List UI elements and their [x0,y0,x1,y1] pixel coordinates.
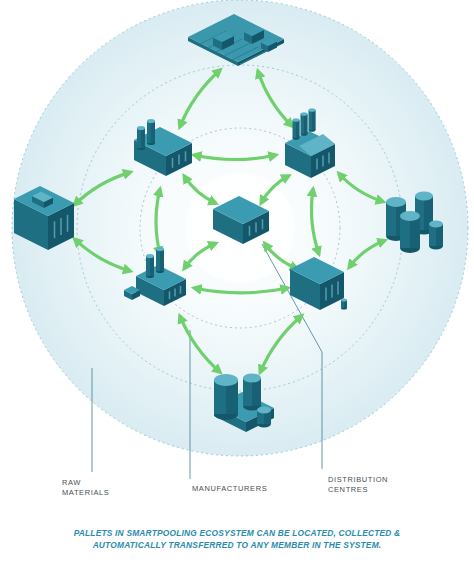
window-strip [328,153,330,164]
tank-shade [160,249,164,271]
tank-body [137,128,145,148]
transfer-arrow [184,176,216,204]
transfer-arrows [74,70,385,373]
transfer-arrow [184,243,216,269]
tank-top [243,374,261,383]
ring-background [12,0,468,456]
leader-lines [92,244,322,479]
distribution-warehouse [213,196,269,244]
building-roof [188,14,284,62]
tank-body [146,256,154,276]
tank-shade [151,121,155,143]
tank-top [146,254,154,258]
field-row [240,51,266,64]
cold-store-building [290,257,347,310]
building-roof [213,196,269,224]
building-roof [134,127,192,156]
transfer-arrow [194,155,276,160]
building-roof [244,26,264,36]
window-strip [178,155,180,165]
tank-top [214,374,238,386]
buildings [14,14,443,432]
window-strip [337,282,339,295]
tank-body [301,114,308,134]
tank-top [301,112,308,116]
tier-label: DISTRIBUTION CENTRES [328,475,398,495]
inner-ring [140,128,340,328]
transfer-arrow [349,240,385,267]
tank-top [147,119,155,123]
tank-top [137,126,145,130]
tank-shade [304,114,308,134]
middle-ring [77,65,403,391]
window-strip [331,285,333,298]
window-strip [249,226,251,236]
tank-top [429,221,443,228]
tank-body [156,249,164,271]
window-strip [255,223,257,233]
core-disc [185,173,295,283]
transfer-arrow [261,176,289,204]
window-strip [185,151,187,161]
caption-text: PALLETS IN SMARTPOOLING ECOSYSTEM CAN BE… [40,527,434,551]
transfer-arrow [74,239,130,271]
window-strip [174,289,176,297]
leader-line [190,330,191,479]
tank-top [400,211,420,221]
tank-top [156,247,164,251]
building-roof [261,38,277,46]
tank-body [309,110,316,130]
tank-body [293,120,300,138]
transfer-arrow [180,316,220,373]
factory-building [124,247,186,306]
tank-top [415,192,433,201]
window-strip [325,288,327,301]
transfer-arrow [311,189,318,254]
transfer-arrow [194,288,288,293]
tier-label: MANUFACTURERS [192,484,282,494]
transfer-arrow [260,315,302,372]
outer-ring [12,0,468,456]
window-strip [262,219,264,229]
tank-top [293,118,300,122]
building-roof [32,192,53,203]
tank-top [341,299,347,302]
field-row [232,47,258,60]
window-strip [322,156,324,167]
transfer-arrow [156,189,160,254]
window-strip [180,286,182,294]
tank-top [386,197,406,207]
refinery-building [214,374,274,433]
farm-building [188,14,284,66]
tier-label: RAW MATERIALS [62,478,120,498]
building-roof [124,286,140,294]
tank-top [309,108,316,112]
silo-group [386,192,443,254]
transfer-arrow [258,71,292,126]
building-roof [290,257,344,284]
window-strip [172,158,174,168]
window-strip [60,218,62,235]
window-strip [54,221,56,238]
transfer-arrow [180,70,221,128]
tank-body [147,121,155,143]
tank-shade [312,110,316,130]
transfer-arrow [265,243,298,269]
building-roof [299,134,335,156]
transfer-arrow [74,172,130,205]
leader-line [92,368,93,472]
window-strip [67,215,69,232]
tank-shade [141,128,145,148]
window-strip [316,159,318,170]
building-roof [14,186,74,216]
factory-building [134,119,192,176]
transfer-arrow [339,173,384,201]
warehouse-building [285,108,335,178]
window-strip [169,291,171,299]
tank-shade [296,120,300,138]
tank-shade [150,256,154,276]
tank-top [257,407,271,414]
building-roof [213,32,234,43]
office-building [14,186,74,250]
